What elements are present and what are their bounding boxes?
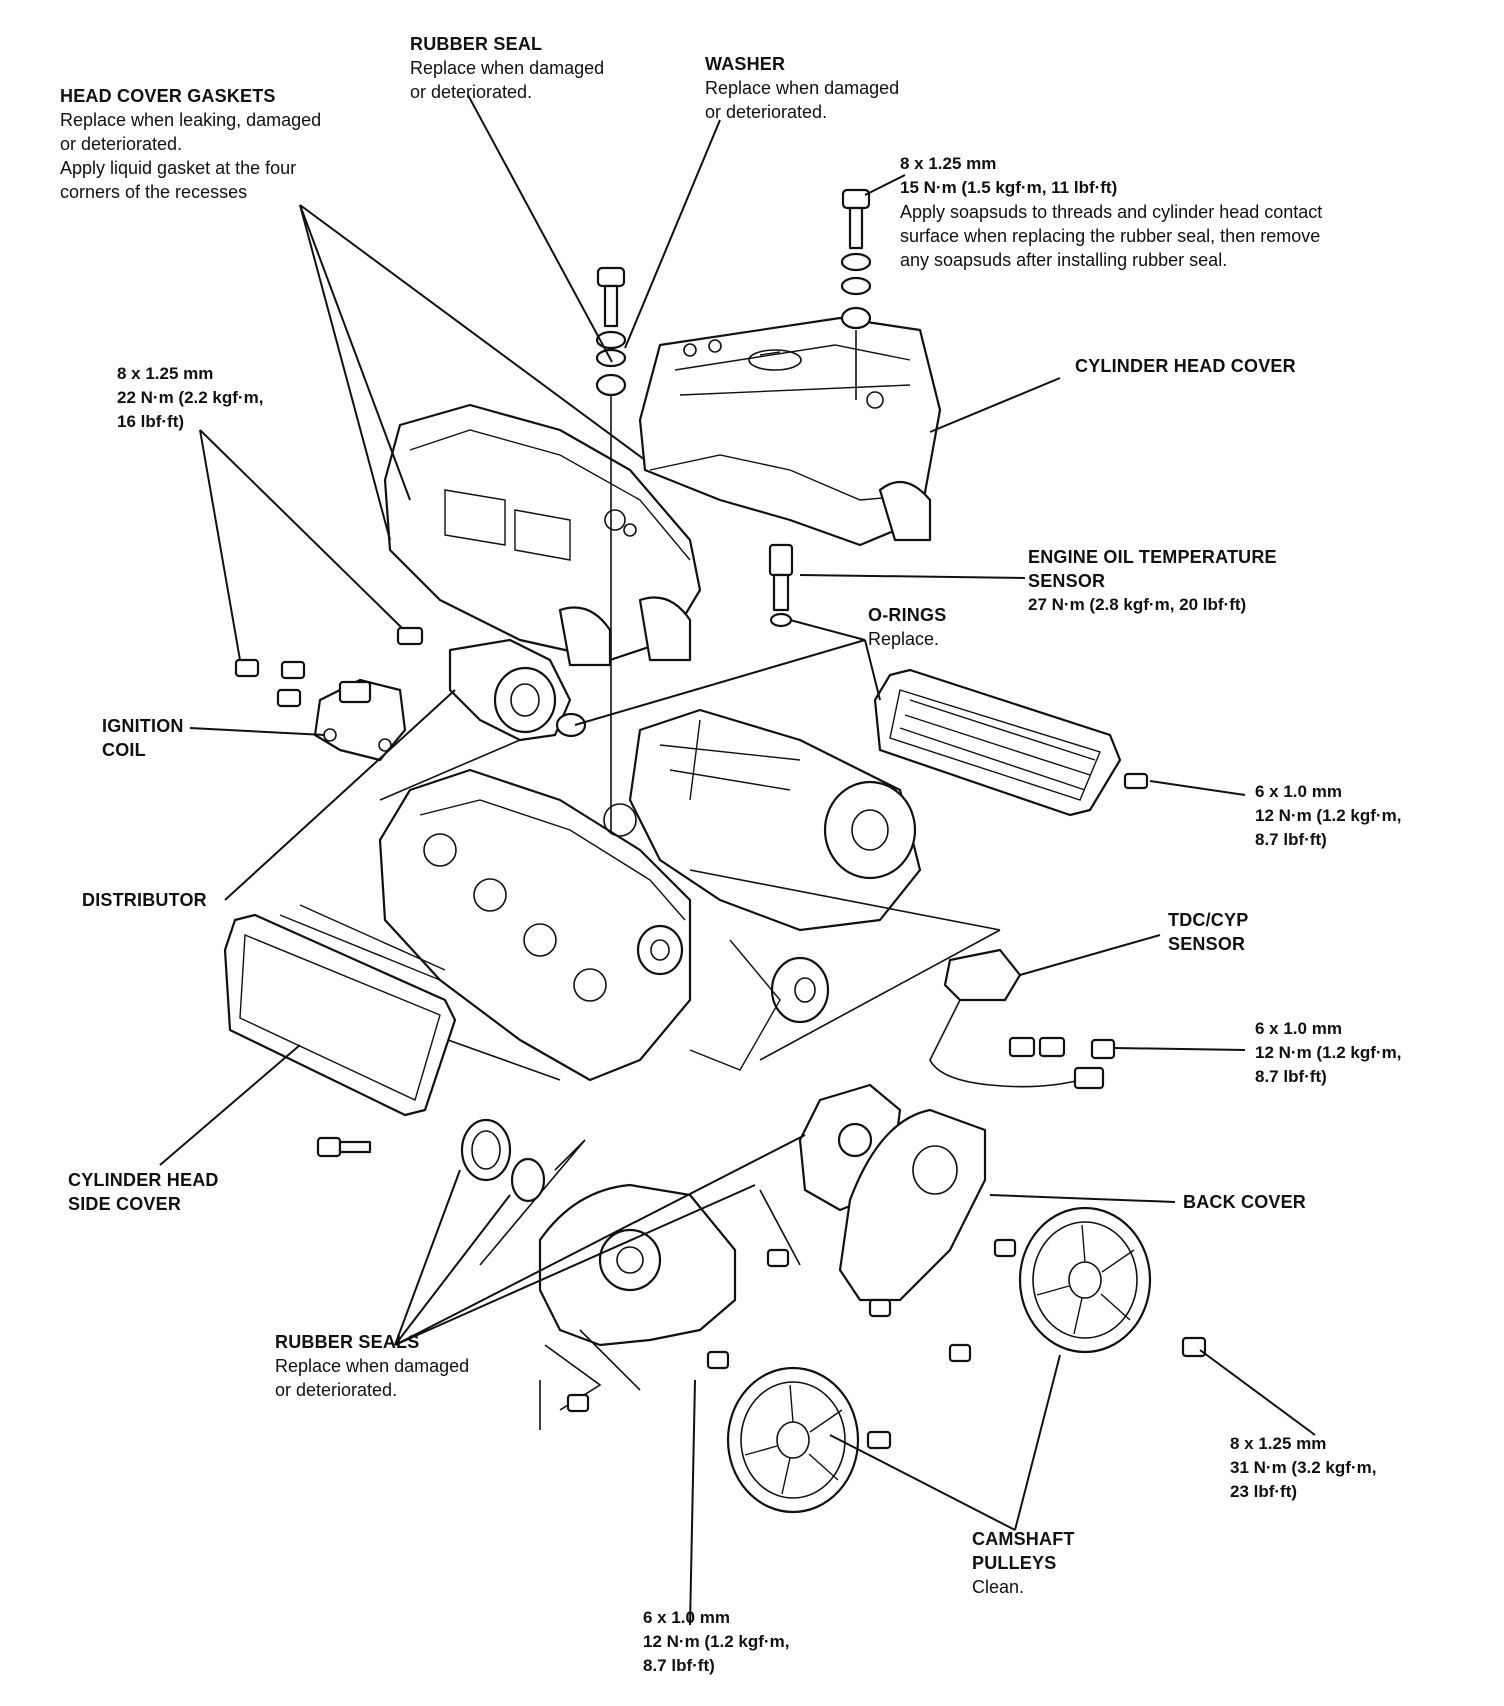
cover-bolt-line: any soapsuds after installing rubber sea… [900,250,1228,270]
label-tdc-cyp-sensor: TDC/CYP SENSOR [1168,908,1328,956]
washer-line: Replace when damaged [705,78,900,98]
tdc-cyp-sensor-title: SENSOR [1168,934,1246,954]
ignition-coil [234,658,407,762]
label-side-cover-bolt-right: 6 x 1.0 mm 12 N·m (1.2 kgf·m, 8.7 lbf·ft… [1255,780,1485,852]
coil-bolt-line: 22 N·m (2.2 kgf·m, [117,388,264,407]
rubber-seals-title: RUBBER SEALS [275,1332,420,1352]
oil-temp-sensor-torque: 27 N·m (2.8 kgf·m, 20 lbf·ft) [1028,595,1247,614]
cover-bolt-line: surface when replacing the rubber seal, … [900,226,1321,246]
camshaft-pulleys-line: Clean. [972,1577,1025,1597]
ignition-coil-title: IGNITION [102,716,184,736]
coil-bolt-line: 16 lbf·ft) [117,412,185,431]
tdc-cyp-sensor-title: TDC/CYP [1168,910,1249,930]
cover-bolt-torque: 15 N·m (1.5 kgf·m, 11 lbf·ft) [900,178,1118,197]
ignition-coil-title: COIL [102,740,146,760]
cylinder-head-cover-title: CYLINDER HEAD COVER [1075,356,1296,376]
distributor [396,626,587,742]
pulley-bolt-line: 8 x 1.25 mm [1230,1434,1327,1453]
label-head-cover-gaskets: HEAD COVER GASKETS Replace when leaking,… [60,84,400,204]
washer-line: or deteriorated. [705,102,828,122]
rubber-seals [460,1118,801,1266]
tdc-bolt-line: 12 N·m (1.2 kgf·m, [1255,1043,1402,1062]
engine-oil-temperature-sensor [768,543,794,628]
side-cover-bolt-right-line: 12 N·m (1.2 kgf·m, [1255,806,1402,825]
cover-bolt-line: Apply soapsuds to threads and cylinder h… [900,202,1323,222]
back-cover-bolt-line: 8.7 lbf·ft) [643,1656,715,1675]
head-cover-gaskets-title: HEAD COVER GASKETS [60,86,276,106]
camshaft-pulley-right [1018,1206,1207,1358]
distributor-title: DISTRIBUTOR [82,890,207,910]
cover-bolt-size: 8 x 1.25 mm [900,154,997,173]
label-washer: WASHER Replace when damaged or deteriora… [705,52,965,124]
o-rings-line: Replace. [868,629,940,649]
cylinder-head-side-cover-title: SIDE COVER [68,1194,182,1214]
back-cover-bolt-line: 6 x 1.0 mm [643,1608,730,1627]
label-cylinder-head-cover: CYLINDER HEAD COVER [1075,354,1375,378]
left-cylinder-head-cover [383,403,702,667]
label-back-cover: BACK COVER [1183,1190,1383,1214]
left-back-cover [538,1183,737,1430]
label-camshaft-pulleys: CAMSHAFT PULLEYS Clean. [972,1527,1152,1599]
rubber-seal-line: Replace when damaged [410,58,605,78]
center-cover-bolt-assembly [595,266,627,1010]
cylinder-head-side-cover-title: CYLINDER HEAD [68,1170,219,1190]
washer-title: WASHER [705,54,786,74]
label-oil-temp-sensor: ENGINE OIL TEMPERATURE SENSOR 27 N·m (2.… [1028,545,1388,617]
tdc-bolt-line: 6 x 1.0 mm [1255,1019,1342,1038]
label-rubber-seals: RUBBER SEALS Replace when damaged or det… [275,1330,545,1402]
camshaft-pulleys-title: PULLEYS [972,1553,1057,1573]
label-coil-bolt: 8 x 1.25 mm 22 N·m (2.2 kgf·m, 16 lbf·ft… [117,362,337,434]
rubber-seals-line: or deteriorated. [275,1380,398,1400]
leader-lines [159,94,1316,1626]
o-rings-title: O-RINGS [868,605,947,625]
tdc-bolt-line: 8.7 lbf·ft) [1255,1067,1327,1086]
head-cover-gaskets-line: corners of the recesses [60,182,248,202]
label-cover-bolt: 8 x 1.25 mm 15 N·m (1.5 kgf·m, 11 lbf·ft… [900,152,1460,272]
label-cylinder-head-side-cover: CYLINDER HEAD SIDE COVER [68,1168,288,1216]
head-cover-gaskets-line: Apply liquid gasket at the four [60,158,297,178]
rubber-seal-line: or deteriorated. [410,82,533,102]
side-cover-bolt-right-line: 6 x 1.0 mm [1255,782,1342,801]
back-cover-bolt-line: 12 N·m (1.2 kgf·m, [643,1632,790,1651]
pulley-bolt-line: 31 N·m (3.2 kgf·m, [1230,1458,1377,1477]
pulley-bolt-line: 23 lbf·ft) [1230,1482,1298,1501]
head-cover-gaskets-line: or deteriorated. [60,134,183,154]
label-tdc-bolt: 6 x 1.0 mm 12 N·m (1.2 kgf·m, 8.7 lbf·ft… [1255,1017,1485,1089]
right-back-cover [798,1083,987,1302]
oil-temp-sensor-title: ENGINE OIL TEMPERATURE [1028,547,1277,567]
rubber-seals-line: Replace when damaged [275,1356,470,1376]
coil-bolt-line: 8 x 1.25 mm [117,364,214,383]
label-back-cover-bolt: 6 x 1.0 mm 12 N·m (1.2 kgf·m, 8.7 lbf·ft… [643,1606,873,1678]
camshaft-pulley-left [726,1366,892,1514]
label-ignition-coil: IGNITION COIL [102,714,222,762]
back-cover-title: BACK COVER [1183,1192,1307,1212]
label-distributor: DISTRIBUTOR [82,888,262,912]
camshaft-pulleys-title: CAMSHAFT [972,1529,1075,1549]
right-cover-bolt-assembly [840,188,872,400]
rubber-seal-title: RUBBER SEAL [410,34,543,54]
right-cylinder-head-cover [638,316,942,547]
label-o-rings: O-RINGS Replace. [868,603,1028,651]
small-bolts [566,1238,1017,1413]
label-rubber-seal: RUBBER SEAL Replace when damaged or dete… [410,32,670,104]
tdc-cyp-sensor [929,948,1116,1090]
label-pulley-bolt: 8 x 1.25 mm 31 N·m (3.2 kgf·m, 23 lbf·ft… [1230,1432,1450,1504]
head-cover-gaskets-line: Replace when leaking, damaged [60,110,322,130]
cylinder-head-side-cover [223,904,457,1158]
right-side-cover [873,668,1149,817]
side-cover-bolt-right-line: 8.7 lbf·ft) [1255,830,1327,849]
oil-temp-sensor-title: SENSOR [1028,571,1106,591]
cylinder-head-block [378,708,1001,1082]
